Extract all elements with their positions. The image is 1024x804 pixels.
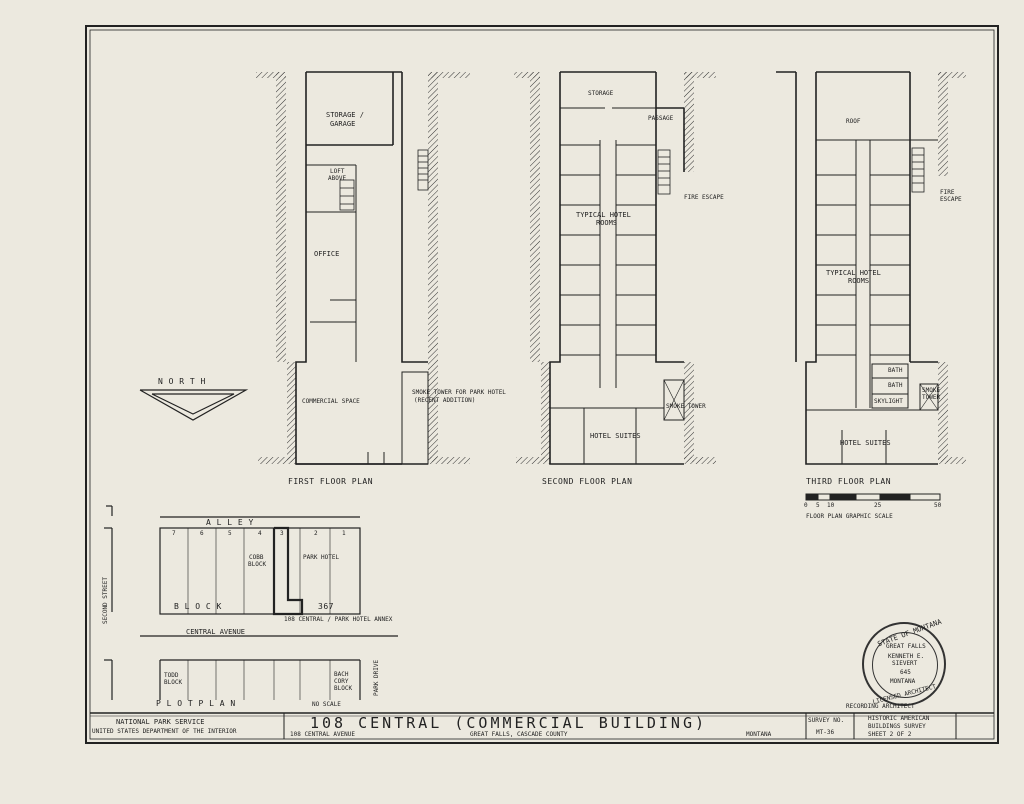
third-skylight-label: SKYLIGHT [874, 398, 903, 405]
third-floor-plan [776, 71, 966, 465]
sheet-number: SHEET 2 OF 2 [868, 731, 912, 738]
graphic-scale [805, 493, 941, 501]
architect-seal: STATE OF MONTANA GREAT FALLS KENNETH E. … [862, 618, 946, 706]
first-garage-label: GARAGE [330, 120, 356, 128]
third-fire-label: FIRE [940, 189, 955, 196]
plot-cory-label: CORY [334, 678, 349, 685]
third-typical-rooms-label: TYPICAL HOTEL [826, 269, 881, 277]
scale-tick-50: 50 [934, 502, 942, 509]
agency-line-2: UNITED STATES DEPARTMENT OF THE INTERIOR [92, 728, 237, 735]
plot-bach-block-label: BLOCK [334, 685, 353, 692]
lot-7: 7 [172, 530, 176, 537]
survey-number-label: SURVEY NO. [808, 717, 845, 724]
plot-park-hotel-label: PARK HOTEL [303, 554, 340, 561]
first-east-party-wall [428, 72, 438, 362]
plot-bach-label: BACH [334, 671, 349, 678]
first-loft-above-label: ABOVE [328, 175, 347, 182]
scale-tick-5: 5 [816, 502, 820, 509]
sheet-border [85, 25, 999, 744]
north-arrow [139, 389, 249, 421]
plot-annex-label: 108 CENTRAL / PARK HOTEL ANNEX [284, 616, 393, 623]
plot-cobb-block-label: BLOCK [248, 561, 267, 568]
plot-block-number: 367 [318, 602, 334, 611]
agency-line-1: NATIONAL PARK SERVICE [116, 718, 205, 726]
second-floor-plan [514, 71, 716, 465]
lot-1: 1 [342, 530, 346, 537]
seal-name-1: KENNETH E. [888, 653, 925, 660]
third-hotel-suites-label: HOTEL SUITES [840, 439, 891, 447]
first-floor-plan-title: FIRST FLOOR PLAN [288, 477, 374, 486]
first-west-lower-wall [287, 362, 296, 462]
program-line-1: HISTORIC AMERICAN [868, 715, 930, 722]
scale-tick-25: 25 [874, 502, 882, 509]
first-commercial-space-label: COMMERCIAL SPACE [302, 398, 360, 405]
second-storage-label: STORAGE [588, 90, 614, 97]
seal-great-falls: GREAT FALLS [886, 643, 926, 650]
plot-cobb-label: COBB [249, 554, 264, 561]
third-bath-label-1: BATH [888, 367, 903, 374]
plot-plan-drawing [104, 505, 398, 700]
plot-block-label: B L O C K [174, 602, 222, 611]
second-floor-plan-title: SECOND FLOOR PLAN [542, 477, 633, 486]
first-floor-plan [256, 71, 470, 465]
third-smoke-label: SMOKE [922, 387, 941, 394]
third-escape-label: ESCAPE [940, 196, 962, 203]
plot-central-avenue-label: CENTRAL AVENUE [186, 628, 246, 636]
lot-6: 6 [200, 530, 204, 537]
lot-3: 3 [280, 530, 284, 537]
first-recent-addition-label: (RECENT ADDITION) [414, 397, 476, 404]
third-rooms-label: ROOMS [848, 277, 870, 285]
lot-4: 4 [258, 530, 262, 537]
building-address: 108 CENTRAL AVENUE [290, 731, 356, 738]
seal-montana: MONTANA [890, 678, 916, 685]
first-loft-label: LOFT [330, 168, 345, 175]
building-state: MONTANA [746, 731, 772, 738]
plot-plan-title: P L O T P L A N [156, 699, 236, 708]
scale-tick-10: 10 [827, 502, 835, 509]
seal-name-2: SIEVERT [892, 660, 918, 667]
plot-alley-label: A L L E Y [206, 518, 254, 527]
first-storage-label: STORAGE / [326, 111, 364, 119]
building-name-title: 108 CENTRAL (COMMERCIAL BUILDING) [310, 714, 708, 732]
first-office-label: OFFICE [314, 250, 340, 258]
plot-no-scale-label: NO SCALE [312, 701, 341, 708]
north-arrow-label: N O R T H [158, 377, 206, 386]
third-roof-label: ROOF [846, 118, 861, 125]
building-city: GREAT FALLS, CASCADE COUNTY [470, 731, 568, 738]
plot-todd-label: TODD [164, 672, 179, 679]
second-fire-escape-label: FIRE ESCAPE [684, 194, 724, 201]
seal-number: 645 [900, 669, 911, 676]
third-tower-label: TOWER [922, 394, 941, 401]
plot-todd-block-label: BLOCK [164, 679, 183, 686]
second-passage-label: PASSAGE [648, 115, 674, 122]
scale-tick-0: 0 [804, 502, 808, 509]
recording-architect-label: RECORDING ARCHITECT [846, 703, 915, 710]
second-typical-rooms-label: TYPICAL HOTEL [576, 211, 631, 219]
third-floor-plan-title: THIRD FLOOR PLAN [806, 477, 892, 486]
survey-number: MT-36 [816, 729, 835, 736]
program-line-2: BUILDINGS SURVEY [868, 723, 926, 730]
first-west-party-wall [276, 72, 286, 362]
plot-second-street-label: SECOND STREET [102, 577, 109, 624]
title-block-lines [90, 712, 994, 739]
second-hotel-suites-label: HOTEL SUITES [590, 432, 641, 440]
second-rooms-label: ROOMS [596, 219, 618, 227]
first-smoke-tower-label: SMOKE TOWER FOR PARK HOTEL [412, 389, 506, 396]
lot-5: 5 [228, 530, 232, 537]
lot-2: 2 [314, 530, 318, 537]
third-bath-label-2: BATH [888, 382, 903, 389]
scale-caption: FLOOR PLAN GRAPHIC SCALE [806, 513, 893, 520]
plot-park-drive-label: PARK DRIVE [373, 659, 380, 696]
second-smoke-tower-label: SMOKE TOWER [666, 403, 706, 410]
